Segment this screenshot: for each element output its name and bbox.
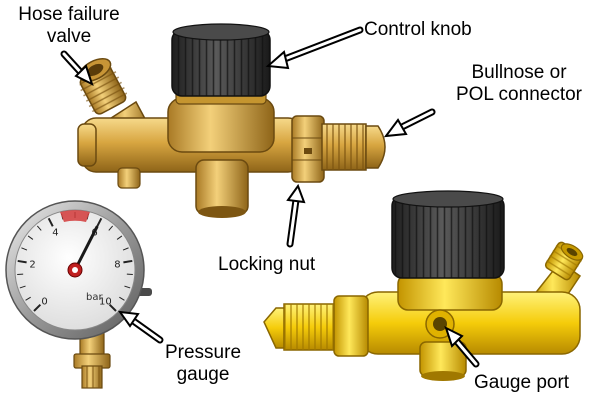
gauge-tick <box>27 235 34 240</box>
gauge-tick <box>36 225 42 231</box>
regulator-bonnet <box>167 97 275 153</box>
gauge-tick <box>119 296 125 301</box>
arrow-gauge-port <box>444 326 480 368</box>
gauge-unit-label: bar <box>86 292 103 303</box>
arrow-locking-nut <box>286 183 306 248</box>
brass-regulator <box>77 23 386 218</box>
arrow-hose-failure-valve <box>60 50 94 86</box>
gauge-tick <box>17 259 27 264</box>
label-pressure-gauge: Pressure gauge <box>164 342 242 385</box>
gauge-tick-label: 10 <box>99 296 112 307</box>
callout-arrows <box>60 26 480 368</box>
bullnose-connector-part <box>321 123 386 171</box>
label-hose-failure-valve: Hose failure valve <box>18 4 120 47</box>
gauge-tick-label: 2 <box>29 259 35 270</box>
gauge-tick <box>108 225 114 231</box>
gauge-tick-label: 4 <box>52 228 58 239</box>
gauge-tick-label: 0 <box>41 296 47 307</box>
label-gauge-port: Gauge port <box>474 372 570 393</box>
label-locking-nut: Locking nut <box>218 254 316 275</box>
pressure-gauge-part: 0246810 bar <box>5 200 152 389</box>
gauge-tick <box>123 259 133 264</box>
control-knob-part <box>171 23 271 97</box>
gauge-needle <box>73 225 99 272</box>
arrow-bullnose-connector <box>383 108 436 138</box>
regulator-outlet <box>195 159 249 215</box>
gauge-tick-label: 8 <box>114 259 120 270</box>
yellow-regulator <box>263 190 584 381</box>
arrow-pressure-gauge <box>117 310 164 344</box>
label-control-knob: Control knob <box>364 19 472 40</box>
gauge-tick <box>124 285 131 289</box>
gauge-tick <box>19 285 26 289</box>
gauge-tick <box>116 235 123 240</box>
locking-nut-part <box>291 115 325 183</box>
label-bullnose-connector: Bullnose or POL connector <box>455 62 583 105</box>
gauge-tick <box>108 303 117 312</box>
gauge-tick <box>33 303 42 312</box>
gauge-tick <box>122 247 129 251</box>
arrow-control-knob <box>265 26 364 70</box>
gauge-tick <box>47 217 54 227</box>
gauge-tick <box>96 217 103 227</box>
gauge-tick <box>21 247 28 251</box>
gauge-tick <box>25 296 31 301</box>
